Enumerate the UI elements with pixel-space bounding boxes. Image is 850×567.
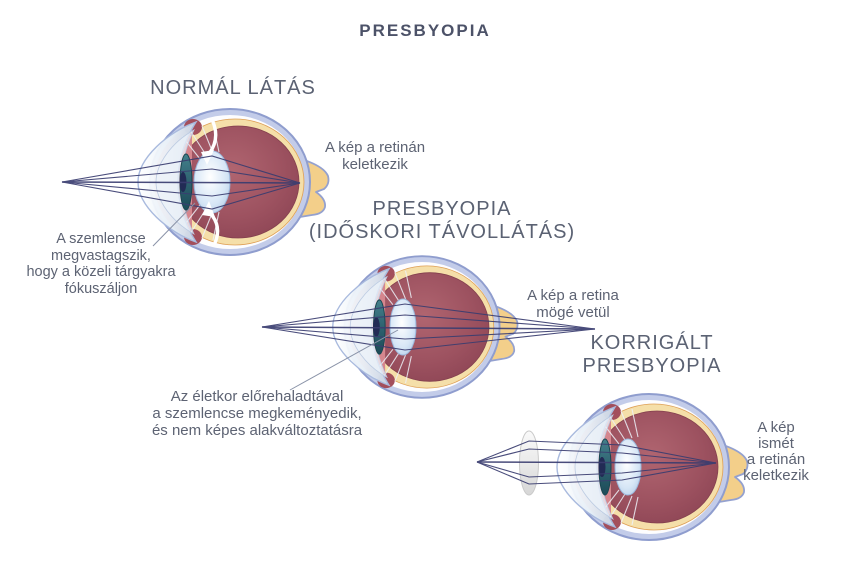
presbyopia-eye-diagram [261, 256, 596, 398]
note-normal-retina: A kép a retinán keletkezik [324, 139, 426, 173]
note-normal-lens: A szemlencse megvastagszik, hogy a közel… [26, 231, 176, 297]
note-corrected-retina: A kép ismét a retinán keletkezik [743, 419, 809, 484]
note-presbyopia-retina: A kép a retina mögé vetül [527, 287, 619, 321]
ciliary-arrowheads [201, 150, 215, 217]
leader-line-presbyopia [289, 329, 399, 391]
corrected-eye-diagram [476, 394, 748, 540]
light-rays-corrected [476, 440, 717, 485]
heading-normal-vision: NORMÁL LÁTÁS [150, 77, 316, 99]
leader-line-normal [152, 202, 196, 247]
normal-eye-diagram [61, 109, 329, 255]
light-rays-normal [61, 155, 301, 210]
light-rays-presbyopia [261, 303, 596, 351]
heading-corrected-presbyopia: KORRIGÁLT PRESBYOPIA [582, 332, 722, 377]
page-title: PRESBYOPIA [359, 21, 491, 40]
note-presbyopia-lens: Az életkor előrehaladtával a szemlencse … [151, 388, 363, 439]
crystalline-lens-stiff [389, 298, 417, 356]
heading-presbyopia: PRESBYOPIA (IDŐSKORI TÁVOLLÁTÁS) [308, 198, 576, 243]
